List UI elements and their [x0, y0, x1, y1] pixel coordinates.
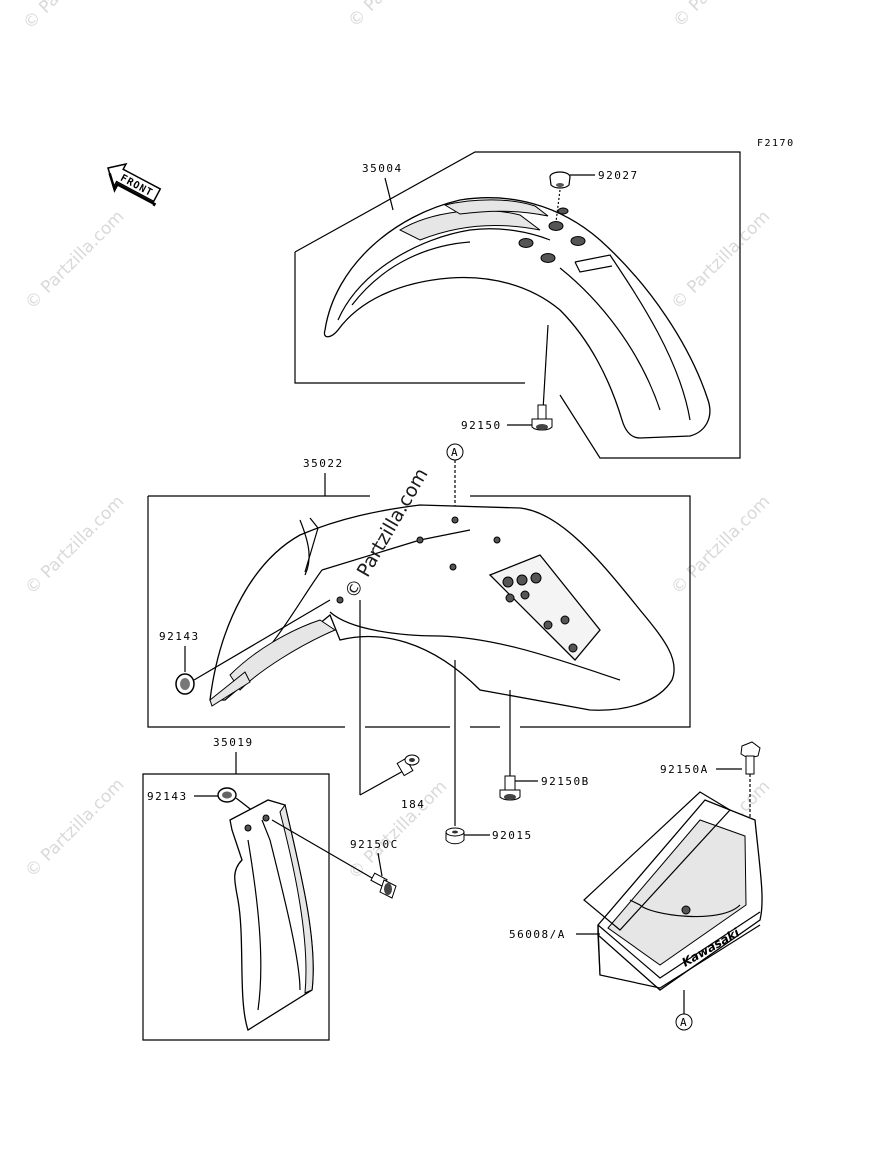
ref-a-bottom: A [680, 1016, 687, 1029]
callout-35022: 35022 [303, 457, 344, 470]
bolt-92150a [740, 741, 761, 775]
callout-56008a: 56008/A [509, 928, 566, 941]
callout-92143-mudflap: 92143 [147, 790, 188, 803]
screw-184 [396, 754, 420, 777]
callout-184: 184 [401, 798, 425, 811]
front-fender-bolt [531, 404, 553, 431]
front-arrow-icon: FRONT [107, 162, 162, 207]
watermark: © Partzilla.com [667, 492, 774, 599]
bolt-92150b [499, 775, 521, 801]
watermark: © Partzilla.com [21, 775, 128, 882]
callout-92027: 92027 [598, 169, 639, 182]
watermark: © Partzilla.com [669, 0, 776, 32]
callout-35004: 35004 [362, 162, 403, 175]
front-fender-group: 35004 92027 92150 [294, 151, 741, 459]
nut-92015 [445, 827, 465, 845]
front-fender [323, 197, 711, 439]
fender-cap [549, 171, 571, 189]
watermark: © Partzilla.com [667, 207, 774, 314]
callout-92015: 92015 [492, 829, 533, 842]
watermark: © Partzilla.com [21, 207, 128, 314]
callout-92150a: 92150A [660, 763, 709, 776]
callout-92150c: 92150C [350, 838, 399, 851]
watermark-group: © Partzilla.com © Partzilla.com © Partzi… [19, 0, 776, 884]
callout-35019: 35019 [213, 736, 254, 749]
mudflap [229, 799, 314, 1031]
bolt-92150c [370, 872, 397, 899]
watermark: © Partzilla.com [344, 0, 451, 32]
watermark: © Partzilla.com [19, 0, 126, 34]
callout-92150: 92150 [461, 419, 502, 432]
watermark: © Partzilla.com [21, 492, 128, 599]
callout-92143-rear: 92143 [159, 630, 200, 643]
rear-fender-grommet [175, 673, 195, 695]
rear-fender [209, 504, 675, 711]
toolbox-group: 92150A Kawasaki 56008/A A [509, 741, 763, 1031]
figure-code: F2170 [757, 138, 795, 149]
mudflap-group: 35019 92143 92150C [142, 736, 399, 1041]
callout-92150b: 92150B [541, 775, 590, 788]
ref-a-top: A [451, 446, 458, 459]
rear-fender-group: 35022 A 92143 [147, 443, 691, 845]
mudflap-grommet [217, 787, 237, 803]
